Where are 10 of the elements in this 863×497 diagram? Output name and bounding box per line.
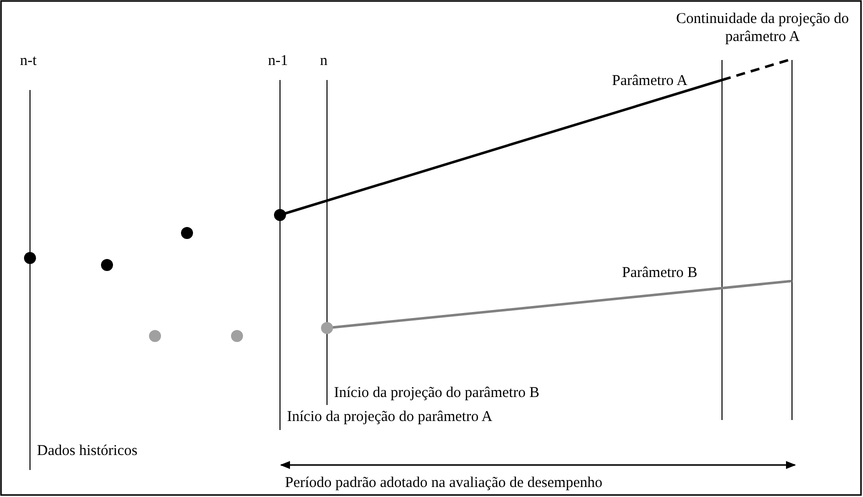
time-label: n [320, 52, 328, 70]
annotation: Início da projeção do parâmetro B [334, 384, 540, 402]
series-label: Parâmetro A [612, 72, 688, 90]
annotation: Início da projeção do parâmetro A [287, 408, 492, 426]
annotation: Continuidade da projeção do parâmetro A [675, 10, 850, 46]
time-label: n-1 [268, 52, 288, 70]
dimension-label: Período padrão adotado na avaliação de desempenho [285, 474, 602, 492]
time-label: n-t [20, 52, 37, 70]
series-label: Parâmetro B [622, 264, 698, 282]
annotation: Dados históricos [37, 442, 138, 460]
